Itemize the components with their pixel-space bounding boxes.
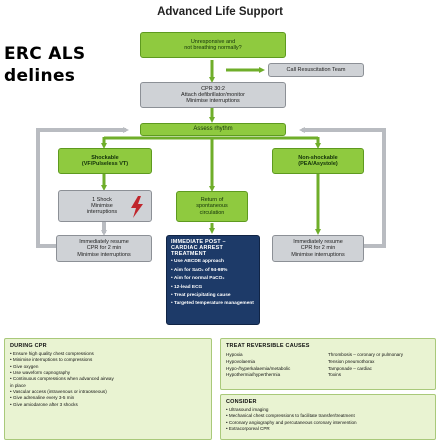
list-item: • Treat precipitating cause <box>171 293 231 299</box>
side-label-line1: ERC ALS <box>4 44 86 64</box>
cause-item: Hypovolaemia <box>226 358 256 364</box>
resume-left-line1: Immediately resume <box>79 239 129 246</box>
list-item: • Continuous compressions when advanced … <box>10 376 114 382</box>
resume-right-line2: CPR for 2 min <box>300 245 336 252</box>
loop-left <box>36 127 129 248</box>
shock-line2: Minimise <box>91 202 113 209</box>
consider-list: • Ultrasound imaging • Mechanical chest … <box>226 407 357 432</box>
list-item: • Extracorporeal CPR <box>226 426 270 432</box>
resume-right-line1: Immediately resume <box>293 239 343 246</box>
resume-right-line3: Minimise interruptions <box>291 251 345 258</box>
list-item: • Ultrasound imaging <box>226 407 269 413</box>
shock-line3: interruptions <box>86 209 118 216</box>
shockable-line2: (VF/Pulseless VT) <box>81 161 129 167</box>
cause-item: Thrombosis – coronary or pulmonary <box>328 352 404 358</box>
list-item: • Give amiodarone after 3 shocks <box>10 401 78 407</box>
list-item: • Vascular access (intravenous or intrao… <box>10 388 107 394</box>
nonshockable-line1: Non-shockable <box>298 154 338 161</box>
cause-item: Tension pneumothorax <box>328 358 375 364</box>
list-item: • Coronary angiography and percutaneous … <box>226 419 357 425</box>
resume-cpr-right-box: Immediately resume CPR for 2 min Minimis… <box>272 235 364 262</box>
cause-item: Hypo-/hyperkalaemia/metabolic <box>226 365 291 371</box>
resume-left-line2: CPR for 2 min <box>86 245 122 252</box>
unresponsive-box: Unresponsive and not breathing normally? <box>140 32 286 58</box>
shock-line1: 1 Shock <box>92 196 112 203</box>
during-cpr-panel: DURING CPR • Ensure high quality chest c… <box>4 338 212 440</box>
rosc-line1: Return of <box>200 197 224 204</box>
assess-rhythm-label: Assess rhythm <box>193 126 233 133</box>
shockable-box: Shockable (VF/Pulseless VT) <box>58 148 152 174</box>
resume-left-line3: Minimise interruptions <box>77 251 131 258</box>
list-item: • Targeted temperature management <box>171 300 254 306</box>
cpr-line2: Attach defibrillator/monitor <box>181 91 245 98</box>
shockable-line1: Shockable <box>91 154 119 161</box>
list-item: • Aim for SaO₂ of 94-98% <box>171 267 228 273</box>
cause-item: Hypothermia/hyperthermia <box>226 372 281 378</box>
during-cpr-heading: DURING CPR <box>10 343 47 349</box>
during-cpr-list: • Ensure high quality chest compressions… <box>10 351 114 408</box>
post-arrest-heading-1: IMMEDIATE POST – <box>171 239 226 245</box>
lightning-bolt-icon <box>131 196 143 218</box>
rosc-box: Return of spontaneous circulation <box>176 191 248 222</box>
post-arrest-box: IMMEDIATE POST – CARDIAC ARREST TREATMEN… <box>166 235 260 325</box>
list-item: • Mechanical chest compressions to facil… <box>226 413 355 419</box>
rosc-line3: circulation <box>199 209 225 216</box>
list-item: • Aim for normal PaCO₂ <box>171 276 225 282</box>
nonshockable-box: Non-shockable (PEA/Asystole) <box>272 148 364 174</box>
cpr-line1: CPR 30:2 <box>201 85 225 92</box>
post-arrest-list: • Use ABCDE approach • Aim for SaO₂ of 9… <box>171 258 254 306</box>
shock-box: 1 Shock Minimise interruptions <box>58 190 152 222</box>
cpr-box: CPR 30:2 Attach defibrillator/monitor Mi… <box>140 82 286 108</box>
unresponsive-line1: Unresponsive and <box>190 38 236 45</box>
cause-item: Tamponade – cardiac <box>328 365 372 371</box>
post-arrest-heading-2: CARDIAC ARREST <box>171 245 224 252</box>
consider-heading: CONSIDER <box>226 399 257 405</box>
reversible-causes-grid: Hypoxia Thrombosis – coronary or pulmona… <box>226 352 438 377</box>
consider-panel: CONSIDER • Ultrasound imaging • Mechanic… <box>220 394 436 440</box>
cause-item: Toxins <box>328 372 342 378</box>
list-item: in place <box>10 382 26 388</box>
list-item: • Minimise interruptions to compressions <box>10 357 93 363</box>
list-item: • Use ABCDE approach <box>171 259 224 265</box>
nonshockable-line2: (PEA/Asystole) <box>298 161 338 167</box>
list-item: • Use waveform capnography <box>10 370 71 376</box>
list-item: • Ensure high quality chest compressions <box>10 351 94 357</box>
list-item: • Give adrenaline every 3-5 min <box>10 395 75 401</box>
side-label-line2: delines <box>4 66 76 86</box>
reversible-causes-heading: TREAT REVERSIBLE CAUSES <box>226 343 310 349</box>
assess-rhythm-box: Assess rhythm <box>140 123 286 136</box>
cpr-line3: Minimise interruptions <box>186 98 240 105</box>
call-team-label: Call Resuscitation Team <box>286 66 346 73</box>
loop-right <box>299 127 386 248</box>
post-arrest-heading-3: TREATMENT <box>171 251 207 258</box>
call-team-box: Call Resuscitation Team <box>268 63 364 77</box>
unresponsive-line2: not breathing normally? <box>184 45 242 51</box>
resume-cpr-left-box: Immediately resume CPR for 2 min Minimis… <box>56 235 152 262</box>
rosc-line2: spontaneous <box>196 203 228 210</box>
page-title: Advanced Life Support <box>157 6 283 18</box>
cause-item: Hypoxia <box>226 352 243 358</box>
list-item: • 12-lead ECG <box>171 284 203 290</box>
list-item: • Give oxygen <box>10 363 39 369</box>
reversible-causes-panel: TREAT REVERSIBLE CAUSES Hypoxia Thrombos… <box>220 338 436 390</box>
